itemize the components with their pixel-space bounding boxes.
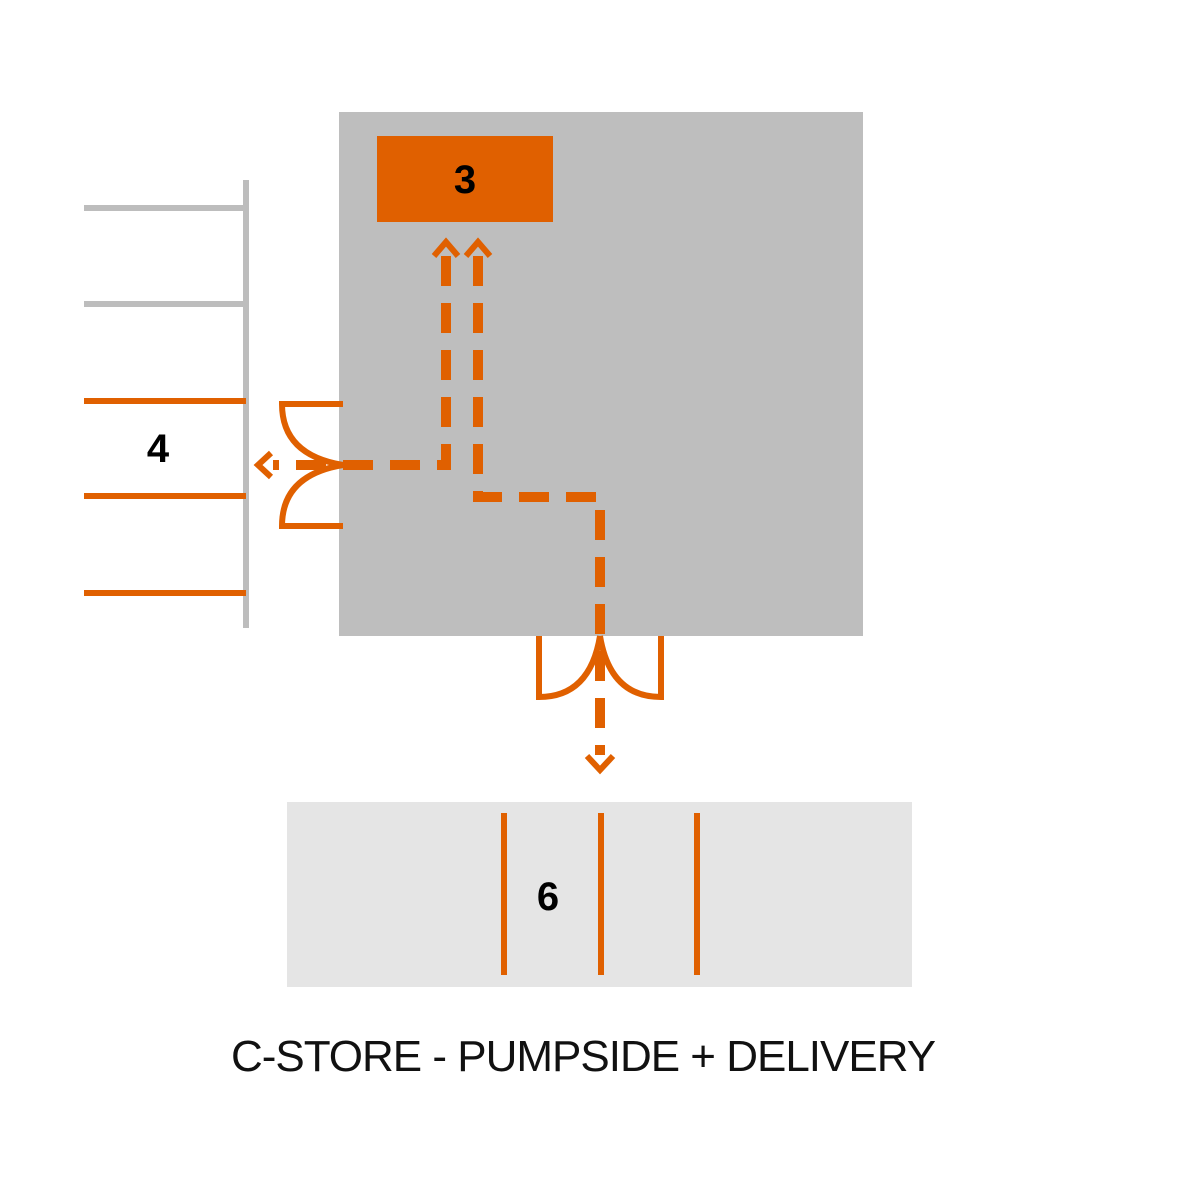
counter-label: 3	[454, 158, 476, 202]
pump-island	[84, 180, 249, 628]
parking-label: 6	[537, 875, 559, 919]
route-to-delivery	[473, 256, 605, 755]
route-to-pumps	[273, 256, 451, 470]
dashed-arrow-icon	[431, 237, 461, 258]
pumps-label: 4	[147, 427, 170, 471]
dashed-arrow-icon	[463, 237, 493, 258]
double-door-icon	[278, 401, 344, 529]
dashed-arrow-icon	[584, 753, 616, 775]
dashed-arrow-icon	[253, 450, 274, 480]
diagram-caption: C-STORE - PUMPSIDE + DELIVERY	[231, 1032, 936, 1081]
counter-box	[377, 136, 553, 222]
double-door-icon	[536, 635, 664, 701]
